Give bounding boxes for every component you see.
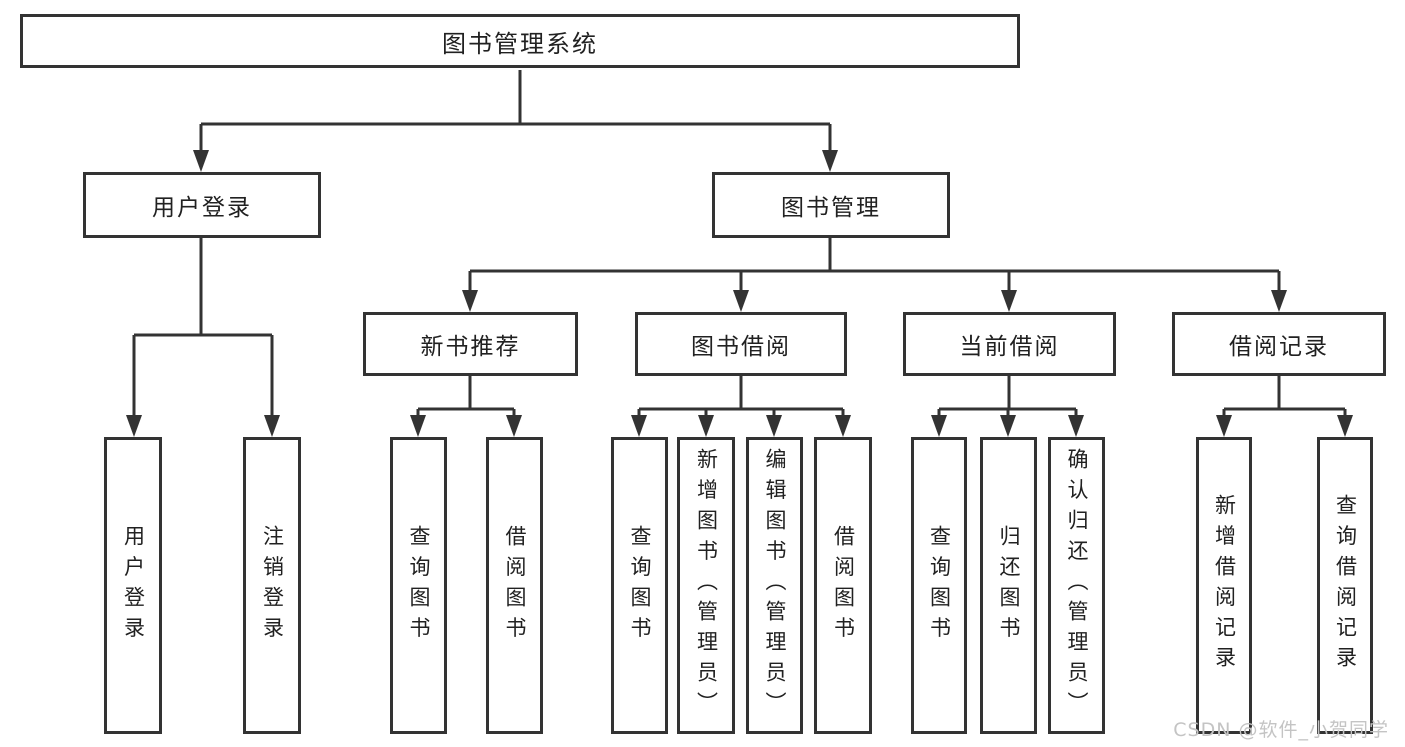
leaf-add-book-admin: 新增图书（管理员） <box>677 437 735 734</box>
leaf-query-borrow-record: 查询借阅记录 <box>1317 437 1373 734</box>
node-label: 图书管理 <box>781 195 881 221</box>
leaf-borrowing-query-books: 查询图书 <box>611 437 668 734</box>
leaf-label: 新增图书（管理员） <box>694 448 719 723</box>
connector-new-book <box>416 376 516 419</box>
leaf-label: 借阅图书 <box>831 524 856 647</box>
leaf-logout: 注销登录 <box>243 437 301 734</box>
connector-borrow-records <box>1222 376 1347 419</box>
leaf-borrowing-borrow-books: 借阅图书 <box>814 437 872 734</box>
node-book-management: 图书管理 <box>712 172 950 238</box>
leaf-add-borrow-record: 新增借阅记录 <box>1196 437 1252 734</box>
leaf-label: 注销登录 <box>260 524 285 647</box>
connector-user-login <box>132 238 274 419</box>
leaf-confirm-return-admin: 确认归还（管理员） <box>1048 437 1105 734</box>
node-current-borrowing: 当前借阅 <box>903 312 1116 376</box>
connector-book-borrow <box>637 376 845 419</box>
leaf-return-books: 归还图书 <box>980 437 1037 734</box>
leaf-label: 归还图书 <box>997 524 1021 647</box>
node-label: 图书管理系统 <box>442 29 598 58</box>
leaf-newbook-borrow-books: 借阅图书 <box>486 437 543 734</box>
csdn-watermark: CSDN @软件_小贺同学 <box>1173 719 1389 741</box>
leaf-label: 查询图书 <box>927 524 952 647</box>
leaf-label: 借阅图书 <box>503 524 527 647</box>
connector-root <box>199 70 832 154</box>
node-label: 用户登录 <box>152 195 252 221</box>
node-root-library-system: 图书管理系统 <box>20 14 1020 68</box>
node-label: 当前借阅 <box>959 334 1060 360</box>
node-book-borrowing: 图书借阅 <box>635 312 847 376</box>
node-label: 新书推荐 <box>420 334 521 360</box>
node-label: 借阅记录 <box>1229 334 1329 360</box>
connector-current-borrow <box>937 376 1078 419</box>
leaf-user-login: 用户登录 <box>104 437 162 734</box>
leaf-label: 编辑图书（管理员） <box>763 448 787 723</box>
leaf-label: 确认归还（管理员） <box>1065 448 1089 723</box>
node-user-login: 用户登录 <box>83 172 321 238</box>
leaf-label: 新增借阅记录 <box>1212 494 1237 677</box>
leaf-label: 查询图书 <box>628 524 652 647</box>
connector-book-management <box>468 238 1281 294</box>
leaf-label: 查询借阅记录 <box>1333 494 1358 677</box>
leaf-label: 查询图书 <box>407 524 431 647</box>
leaf-edit-book-admin: 编辑图书（管理员） <box>746 437 803 734</box>
leaf-current-query-books: 查询图书 <box>911 437 967 734</box>
node-borrow-records: 借阅记录 <box>1172 312 1386 376</box>
node-label: 图书借阅 <box>691 334 791 360</box>
node-new-book-recommend: 新书推荐 <box>363 312 578 376</box>
leaf-label: 用户登录 <box>121 524 146 647</box>
leaf-newbook-query-books: 查询图书 <box>390 437 447 734</box>
